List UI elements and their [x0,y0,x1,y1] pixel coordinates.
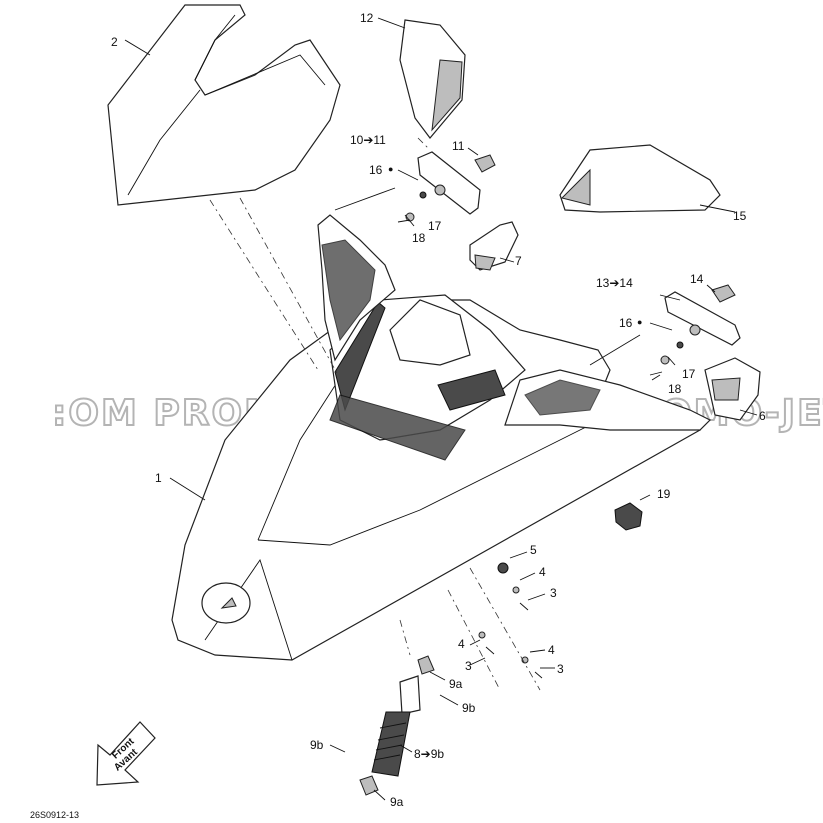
drawing-number: 26S0912-13 [30,810,79,820]
part-6-bracket [704,357,761,421]
callout-13: 13➔14 [596,276,633,290]
callout-9b-left: 9b [310,738,324,752]
inner-liner [317,214,396,362]
callout-11: 11 [452,139,465,153]
callout-6: 6 [759,409,766,423]
callout-3c: 3 [557,662,564,676]
callout-4b: 4 [458,637,465,651]
callout-19: 19 [657,487,671,501]
callout-4c: 4 [548,643,555,657]
callout-16a: 16 [369,163,383,177]
callout-9b-top: 9b [462,701,476,715]
callout-labels: 2 12 10➔11 11 16 ● 17 18 15 7 13➔14 14 1… [111,11,766,809]
callout-3b: 3 [465,659,472,673]
callout-5: 5 [530,543,537,557]
part-12-cover [399,19,466,139]
part-15-cover [559,144,721,213]
callout-15: 15 [733,209,747,223]
callout-10: 10➔11 [350,133,386,147]
callout-2: 2 [111,35,118,49]
part-10-mirror-plate [417,151,496,215]
part-13-mirror-plate [664,284,741,346]
front-direction-arrow: Front Avant [96,721,156,786]
fasteners-group [478,562,543,679]
callout-9a-bottom: 9a [390,795,404,809]
part-1-front-hood [171,294,701,661]
callout-9a-top: 9a [449,677,463,691]
part-7-bracket [469,221,519,271]
part-8-shock [359,655,435,796]
callout-18b: 18 [668,382,682,396]
callout-17b: 17 [682,367,696,381]
hood-cap [201,582,251,624]
callout-17a: 17 [428,219,442,233]
right-liner [504,369,712,431]
callout-4a: 4 [539,565,546,579]
callout-14: 14 [690,272,704,286]
callout-leaders [124,17,758,801]
drop-icon-a: ● [388,164,393,174]
callout-3a: 3 [550,586,557,600]
callout-8: 8➔9b [414,747,444,761]
callout-7: 7 [515,254,522,268]
callout-12: 12 [360,11,374,25]
callout-1: 1 [155,471,162,485]
assembly-lines [209,137,541,691]
drop-icon-b: ● [637,317,642,327]
part-2-deck-cover [107,4,341,206]
callout-16b: 16 [619,316,633,330]
part-19-clip [614,502,643,531]
callout-18a: 18 [412,231,426,245]
